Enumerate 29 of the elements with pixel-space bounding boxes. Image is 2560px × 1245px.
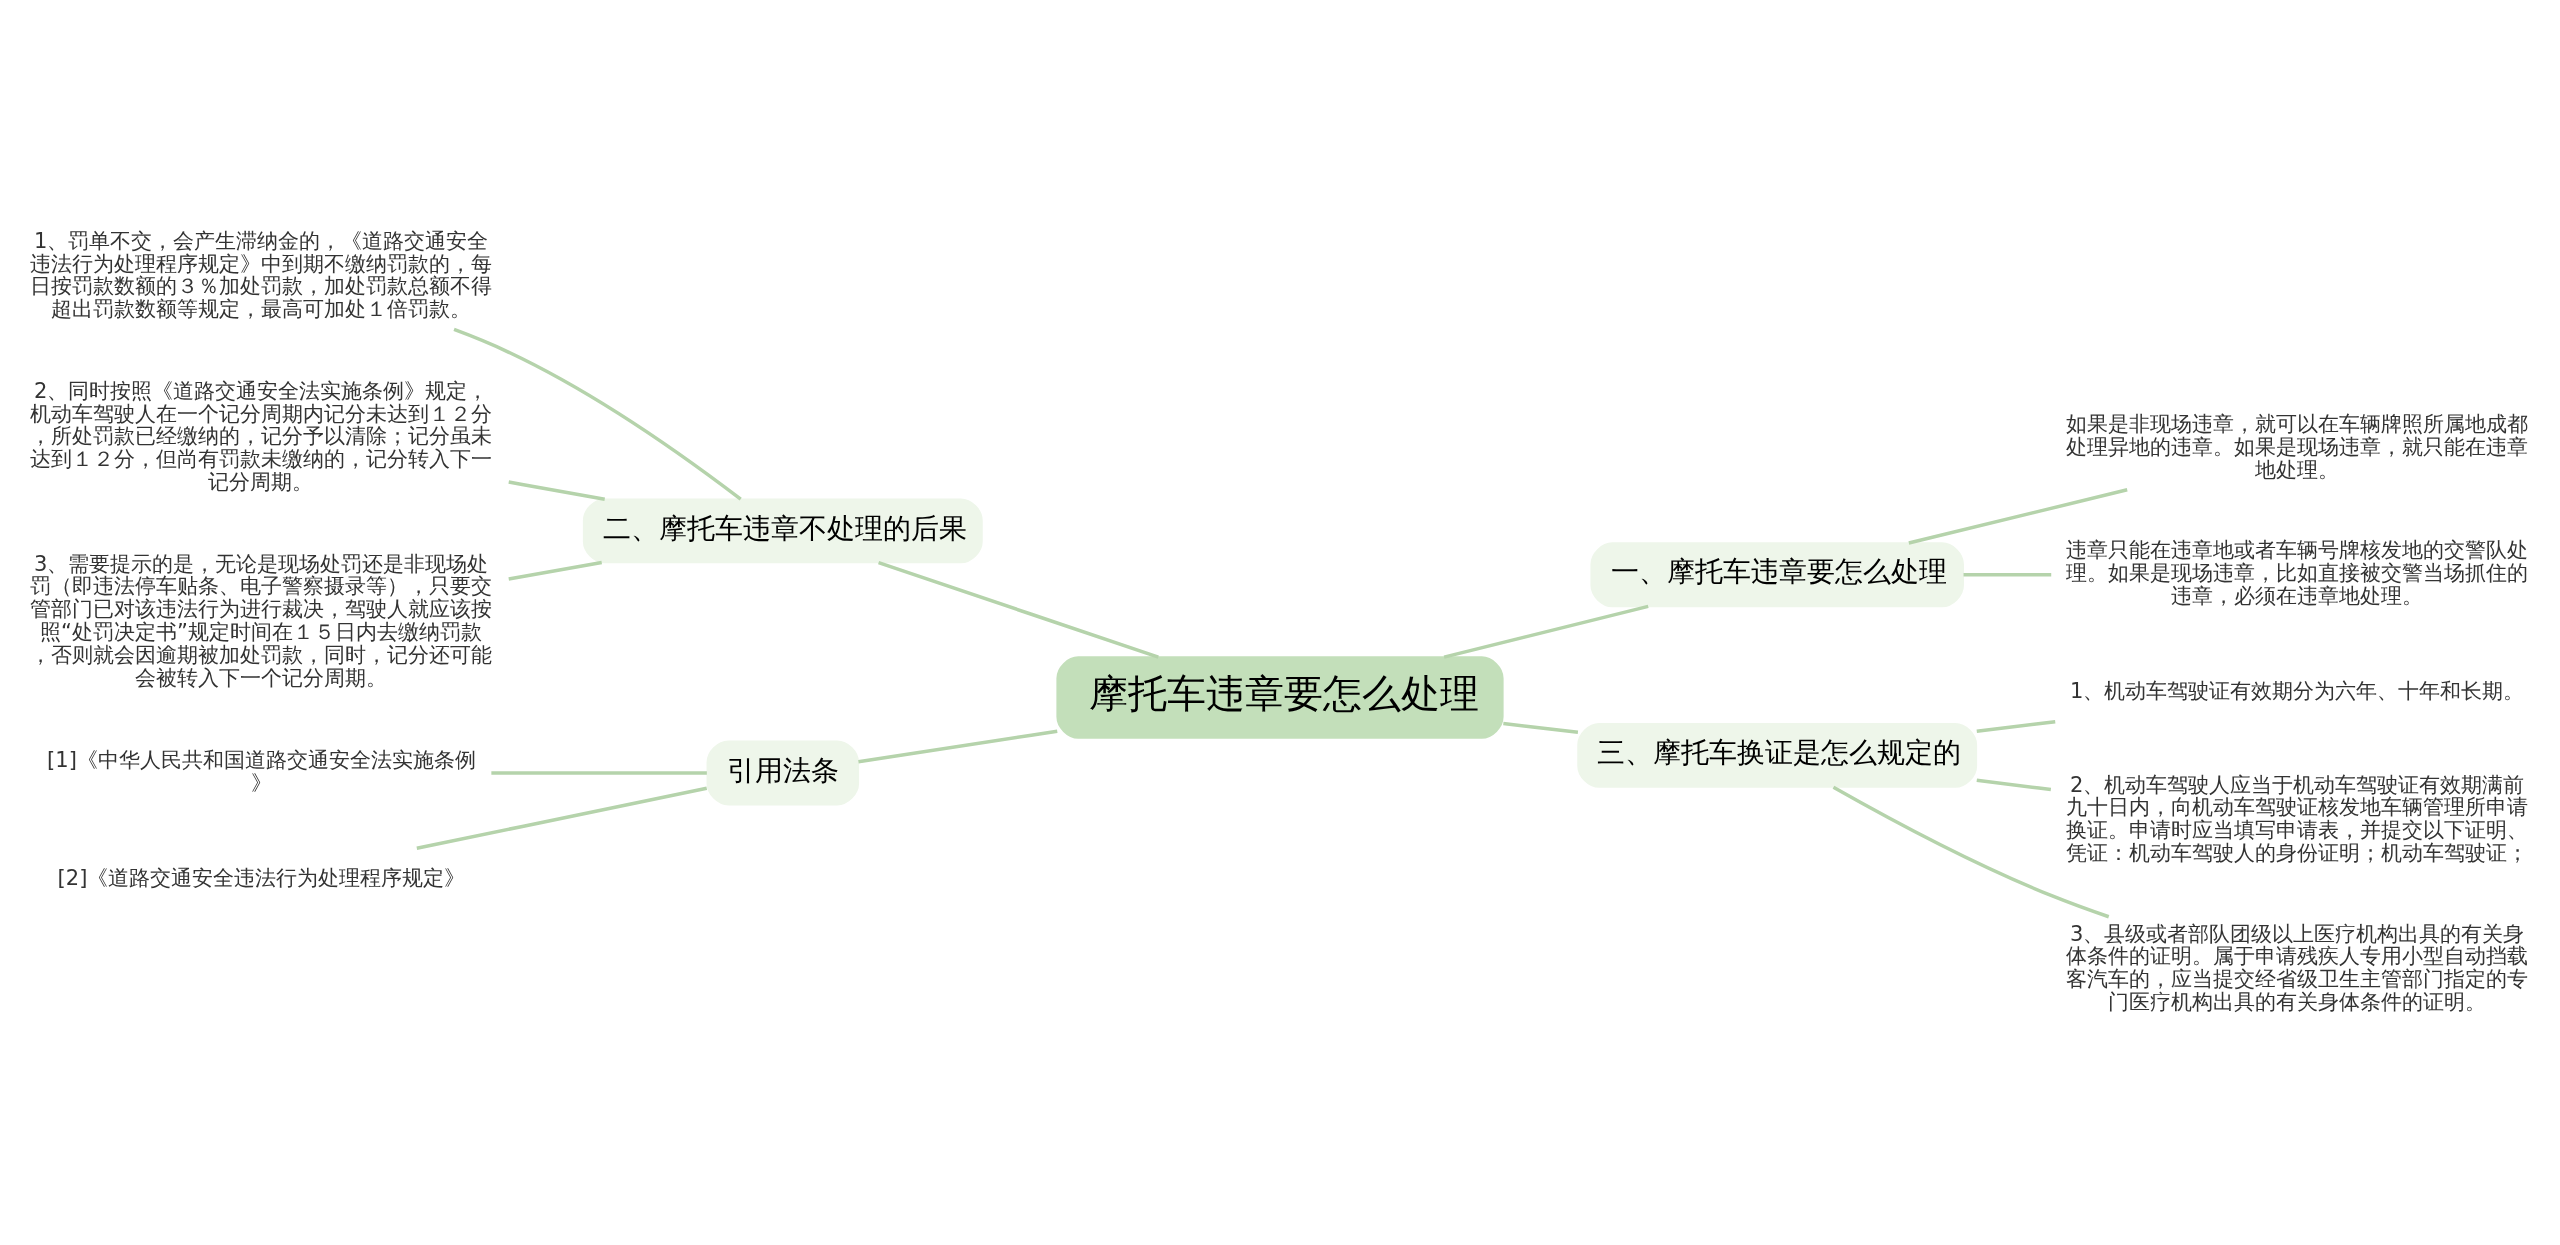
- connector: [491, 770, 707, 775]
- connector: [416, 786, 708, 850]
- node-text: 如果是非现场违章，就可以在车辆牌照所属地成都处理异地的违章。如果是现场违章，就只能在违章地处理。: [2065, 410, 2528, 482]
- node-box: 二、摩托车违章不处理的后果: [582, 498, 983, 563]
- connector: [1976, 778, 2052, 791]
- node-box: 一、摩托车违章要怎么处理: [1590, 541, 1964, 607]
- node-text: [2]《道路交通安全违法行为处理程序规定》: [57, 864, 466, 890]
- node-text: 3、县级或者部队团级以上医疗机构出具的有关身体条件的证明。属于申请残疾人专用小型自动挡载客汽车的，应当提交经省级卫生主管部门指定的专门医疗机构出具的有关身体条件的证明。: [2065, 920, 2528, 1014]
- connector: [1832, 785, 2110, 918]
- connector: [878, 560, 1159, 659]
- node-text: 1、罚单不交，会产生滞纳金的，《道路交通安全违法行为处理程序规定》中到期不缴纳罚款的，每日按罚款数额的３％加处罚款，加处罚款总额不得超出罚款数额等规定，最高可加处１倍罚款。: [29, 227, 492, 321]
- connector: [1963, 572, 2052, 577]
- node-box: 引用法条: [706, 740, 860, 805]
- node-box: 三、摩托车换证是怎么规定的: [1577, 722, 1978, 788]
- node-text: 3、需要提示的是，无论是现场处罚还是非现场处罚（即违法停车贴条、电子警察摄录等），只要交管部门已对该违法行为进行裁决，驾驶人就应该按照“处罚决定书”规定时间在１５日内去缴纳罚款，否则就会因逾期被加处罚款，同时，记分还可能会被转入下一个记分周期。: [29, 550, 492, 690]
- connector: [508, 479, 605, 501]
- node-text: 违章只能在违章地或者车辆号牌核发地的交警队处理。如果是现场违章，比如直接被交警当场抓住的违章，必须在违章地处理。: [2065, 536, 2528, 608]
- node-text: 2、机动车驾驶人应当于机动车驾驶证有效期满前九十日内，向机动车驾驶证核发地车辆管理所申请换证。申请时应当填写申请表，并提交以下证明、凭证：机动车驾驶人的身份证明；机动车驾驶证；: [2065, 771, 2528, 865]
- connector: [1503, 721, 1579, 734]
- node-box: 摩托车违章要怎么处理: [1056, 655, 1504, 739]
- connector: [453, 327, 742, 501]
- connector: [1443, 604, 1649, 659]
- node-text: [1]《中华人民共和国道路交通安全法实施条例》: [47, 746, 476, 795]
- connector: [1908, 487, 2128, 545]
- connector: [508, 560, 602, 581]
- connector: [858, 729, 1058, 763]
- connector: [1976, 719, 2056, 733]
- node-text: 1、机动车驾驶证有效期分为六年、十年和长期。: [2070, 677, 2525, 703]
- node-text: 2、同时按照《道路交通安全法实施条例》规定，机动车驾驶人在一个记分周期内记分未达到１２分，所处罚款已经缴纳的，记分予以清除；记分虽未达到１２分，但尚有罚款未缴纳的，记分转入下一记分周期。: [29, 377, 492, 494]
